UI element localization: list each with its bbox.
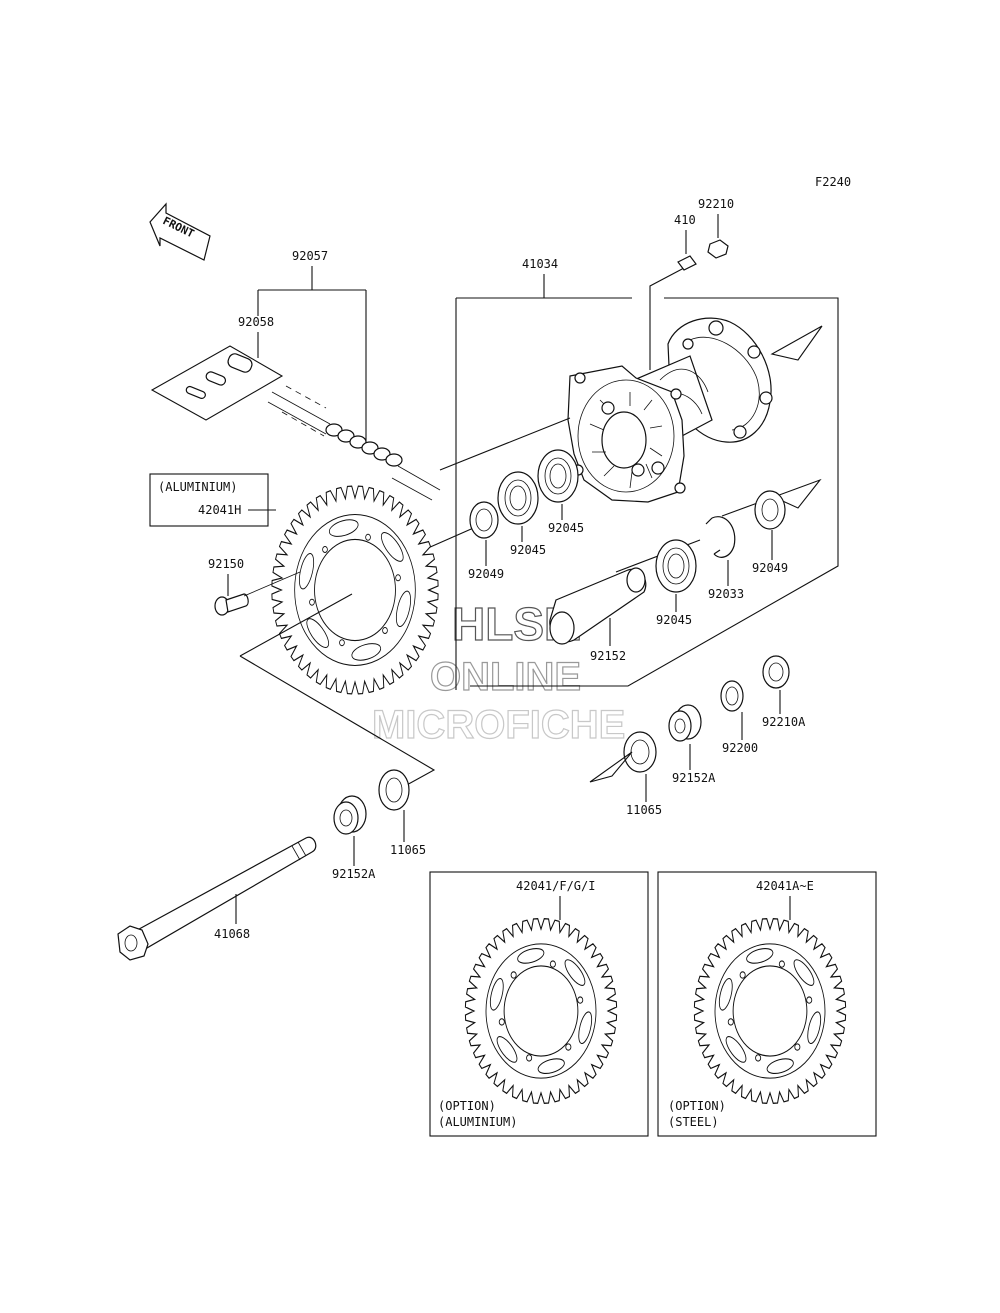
- label-92057: 92057: [292, 249, 328, 263]
- option-sprocket-aluminium: [464, 918, 618, 1104]
- label-92210A: 92210A: [762, 715, 806, 729]
- bearing-92045-b: [537, 449, 579, 503]
- collar-92152A-left: [333, 795, 367, 835]
- label-92152A-right: 92152A: [672, 771, 716, 785]
- oil-seal-92049-right: [754, 490, 786, 530]
- label-92045-c: 92045: [656, 613, 692, 627]
- label-41034: 41034: [522, 257, 558, 271]
- watermark-line-2: ONLINE: [430, 655, 581, 699]
- front-arrow-icon: FRONT: [149, 202, 211, 261]
- label-92033: 92033: [708, 587, 744, 601]
- label-92152A-left: 92152A: [332, 867, 376, 881]
- washer-92200: [720, 680, 744, 712]
- label-41068: 41068: [214, 927, 250, 941]
- option-box-aluminium: 42041/F/G/I (OPTION) (ALUMINIUM): [429, 871, 649, 1137]
- option-aluminium-part: 42041/F/G/I: [516, 879, 595, 893]
- bearing-92045-a: [497, 471, 539, 525]
- option-aluminium-line2: (ALUMINIUM): [438, 1115, 517, 1129]
- leader-92057: [257, 266, 367, 452]
- circlip-92033: [705, 516, 736, 558]
- spacer-92152: [549, 567, 647, 645]
- bracket-41034: [455, 274, 839, 690]
- aluminium-note: (ALUMINIUM): [158, 480, 237, 494]
- label-92150: 92150: [208, 557, 244, 571]
- label-92152: 92152: [590, 649, 626, 663]
- label-92049-right: 92049: [752, 561, 788, 575]
- option-steel-line2: (STEEL): [668, 1115, 719, 1129]
- label-92049-left: 92049: [468, 567, 504, 581]
- label-42041H: 42041H: [198, 503, 241, 517]
- label-92210: 92210: [698, 197, 734, 211]
- option-sprocket-steel: [693, 918, 847, 1104]
- option-steel-part: 42041A~E: [756, 879, 814, 893]
- chain-joint-kit: [150, 345, 284, 421]
- label-92045-a: 92045: [510, 543, 546, 557]
- label-92045-b: 92045: [548, 521, 584, 535]
- nut-92210A: [762, 655, 790, 689]
- collar-92152A-right: [668, 704, 702, 742]
- label-11065-left: 11065: [390, 843, 426, 857]
- seal-11065-left: [378, 769, 410, 811]
- leader-410: [649, 230, 687, 370]
- bearing-92045-c: [655, 539, 697, 593]
- option-box-steel: 42041A~E (OPTION) (STEEL): [657, 871, 877, 1137]
- axle-41068: [117, 836, 317, 961]
- rear-sprocket-42041H: [271, 485, 439, 695]
- washer-410: [677, 255, 697, 271]
- label-92200: 92200: [722, 741, 758, 755]
- hub-axis-arrow: [770, 325, 823, 361]
- hub-axis-line: [427, 417, 822, 573]
- rear-hub: [567, 317, 773, 503]
- seal-11065-right: [623, 731, 657, 773]
- oil-seal-92049-left: [469, 501, 499, 539]
- option-steel-line1: (OPTION): [668, 1099, 726, 1113]
- nut-92210: [707, 239, 729, 259]
- bolt-92150: [214, 571, 301, 616]
- right-axis-arrow: [589, 751, 633, 783]
- watermark-line-3: MICROFICHE: [372, 703, 625, 747]
- label-11065-right: 11065: [626, 803, 662, 817]
- option-aluminium-line1: (OPTION): [438, 1099, 496, 1113]
- label-92058: 92058: [238, 315, 274, 329]
- label-410: 410: [674, 213, 696, 227]
- drive-chain: [267, 385, 441, 501]
- figure-code: F2240: [815, 175, 851, 189]
- watermark: HLSM ONLINE MICROFICHE: [371, 597, 626, 747]
- aluminium-note-box: [149, 473, 269, 527]
